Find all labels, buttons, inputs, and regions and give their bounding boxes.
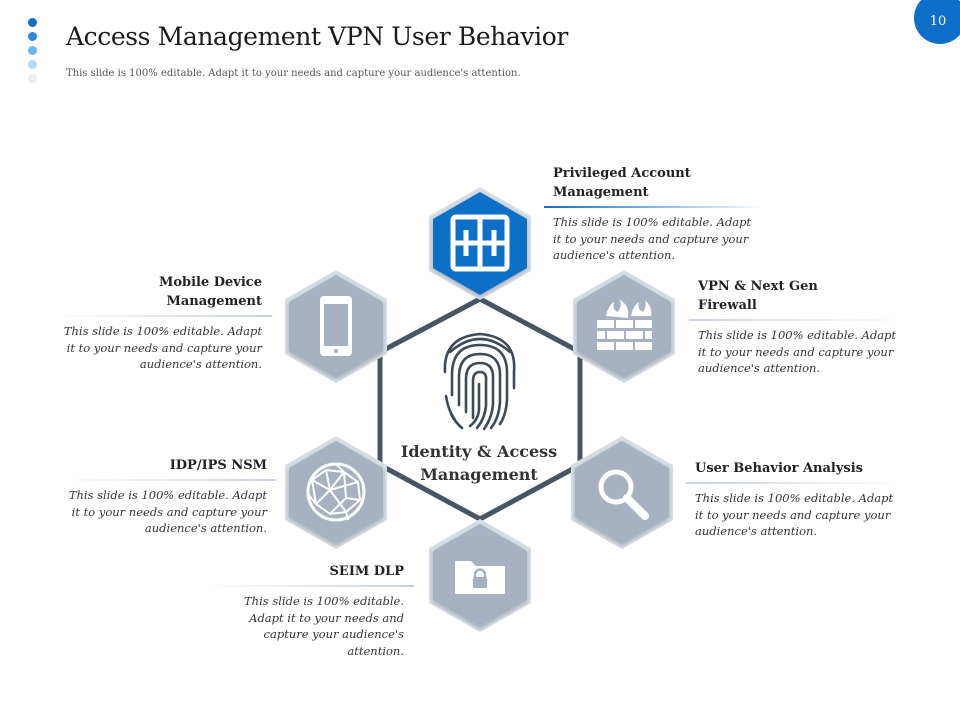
page-subtitle: This slide is 100% editable. Adapt it to… [66,68,521,79]
progress-dot [28,46,37,55]
seim-dlp-hexagon[interactable] [429,519,531,632]
page-number: 10 [914,0,960,44]
progress-dot [28,32,37,41]
item-heading: Privileged Account Management [553,166,691,200]
text-block-privileged-account: Privileged Account Management This slide… [544,164,764,264]
divider [60,479,276,481]
text-block-mobile-device: Mobile Device Management This slide is 1… [56,273,272,373]
item-text: This slide is 100% editable. Adapt it to… [68,488,267,535]
item-heading: IDP/IPS NSM [169,458,267,473]
item-text: This slide is 100% editable. Adapt it to… [63,324,262,371]
fingerprint-icon [443,332,516,431]
locked-folder-icon [455,561,505,594]
firewall-icon [597,300,652,350]
privileged-account-hexagon[interactable] [429,187,531,300]
item-heading: VPN & Next Gen Firewall [698,279,818,313]
divider [544,206,764,208]
text-block-user-behavior: User Behavior Analysis This slide is 100… [686,459,901,540]
item-heading: Mobile Device Management [158,275,262,309]
text-block-seim-dlp: SEIM DLP This slide is 100% editable. Ad… [206,562,414,659]
item-heading: User Behavior Analysis [695,461,864,476]
progress-dot [28,74,37,83]
divider [686,482,901,484]
divider [689,319,904,321]
idp-ips-hexagon[interactable] [285,436,387,549]
item-text: This slide is 100% editable. Adapt it to… [244,594,404,658]
page-title: Access Management VPN User Behavior [66,22,568,51]
mobile-phone-icon [320,296,352,356]
text-block-idp-ips: IDP/IPS NSM This slide is 100% editable.… [60,456,276,537]
mobile-device-hexagon[interactable] [285,270,387,383]
center-label: Identity & Access Management [400,442,558,484]
progress-dot [28,18,37,27]
item-heading: SEIM DLP [329,564,404,579]
divider [56,315,272,317]
text-block-vpn-firewall: VPN & Next Gen Firewall This slide is 10… [689,277,904,377]
vpn-firewall-hexagon[interactable] [573,270,675,383]
item-text: This slide is 100% editable. Adapt it to… [695,491,894,538]
magnifier-icon [598,469,649,520]
network-globe-icon [306,462,366,522]
progress-dot [28,60,37,69]
item-text: This slide is 100% editable. Adapt it to… [553,215,752,262]
item-text: This slide is 100% editable. Adapt it to… [698,328,897,375]
user-behavior-hexagon[interactable] [571,436,673,549]
divider [206,585,414,587]
server-icon [450,214,510,272]
